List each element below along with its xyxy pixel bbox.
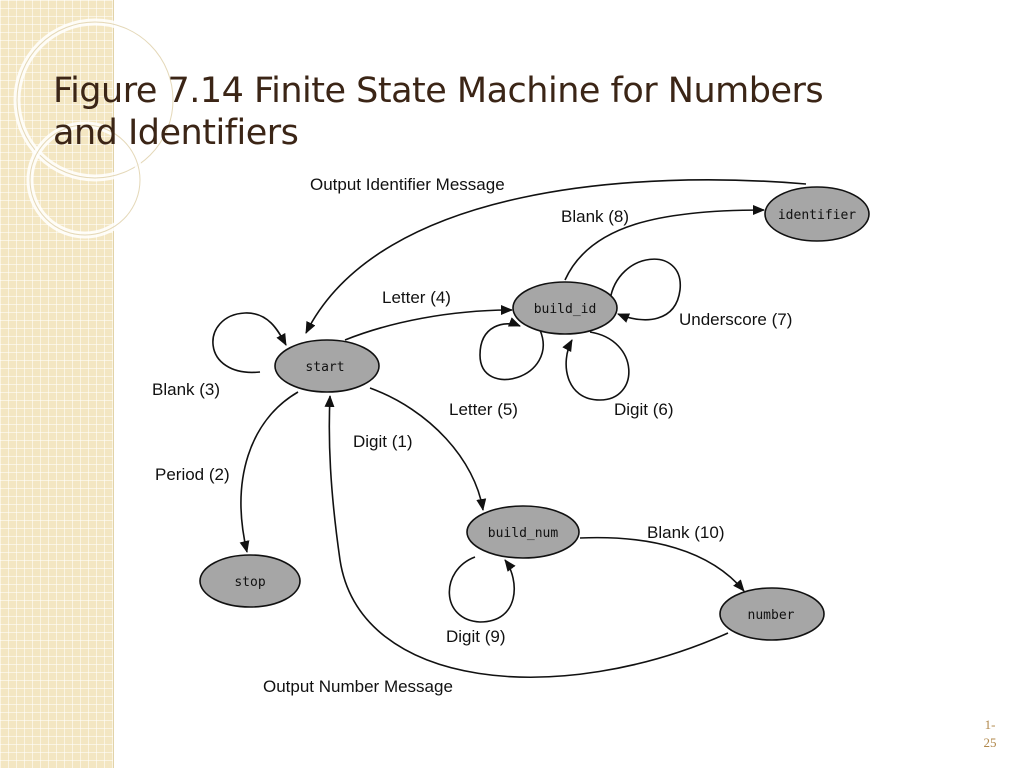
label-output-number: Output Number Message (263, 677, 453, 696)
edge-letter-4 (344, 305, 513, 341)
label-letter-5: Letter (5) (449, 400, 518, 419)
state-build-num-label: build_num (488, 526, 559, 541)
state-stop: stop (199, 554, 301, 608)
label-digit-6: Digit (6) (614, 400, 674, 419)
edge-output-number (324, 395, 729, 678)
state-start: start (274, 339, 380, 393)
edge-digit-1 (369, 387, 487, 511)
slide-title: Figure 7.14 Finite State Machine for Num… (53, 70, 913, 154)
state-build-id: build_id (512, 281, 618, 335)
decorative-circles (13, 18, 177, 239)
state-identifier: identifier (764, 186, 870, 242)
label-digit-9: Digit (9) (446, 627, 506, 646)
label-digit-1: Digit (1) (353, 432, 413, 451)
edge-digit-6 (562, 331, 630, 401)
slide-number-line-2: 25 (983, 735, 997, 750)
edge-blank-8 (564, 205, 765, 281)
label-blank-8: Blank (8) (561, 207, 629, 226)
state-number-label: number (748, 608, 795, 623)
label-blank-3: Blank (3) (152, 380, 220, 399)
state-start-label: start (305, 360, 344, 375)
label-letter-4: Letter (4) (382, 288, 451, 307)
label-output-identifier: Output Identifier Message (310, 175, 505, 194)
state-build-id-label: build_id (534, 302, 597, 317)
label-blank-10: Blank (10) (647, 523, 724, 542)
slide-number: 1- 25 (972, 716, 1008, 752)
edge-letter-5 (479, 317, 544, 381)
state-stop-label: stop (234, 575, 265, 590)
edge-blank-10 (579, 536, 745, 592)
edge-blank-3 (212, 312, 287, 374)
slide-number-line-1: 1- (984, 717, 996, 732)
slide-title-line-1: Figure 7.14 Finite State Machine for Num… (53, 71, 824, 111)
slide-title-line-2: and Identifiers (53, 113, 299, 153)
label-period-2: Period (2) (155, 465, 230, 484)
edge-period-2 (239, 391, 299, 553)
label-underscore-7: Underscore (7) (679, 310, 792, 329)
state-identifier-label: identifier (778, 208, 856, 223)
state-number: number (719, 587, 825, 641)
state-build-num: build_num (466, 505, 580, 559)
edge-output-identifier (305, 179, 807, 334)
edge-underscore-7 (609, 258, 681, 323)
edge-digit-9 (448, 556, 516, 623)
